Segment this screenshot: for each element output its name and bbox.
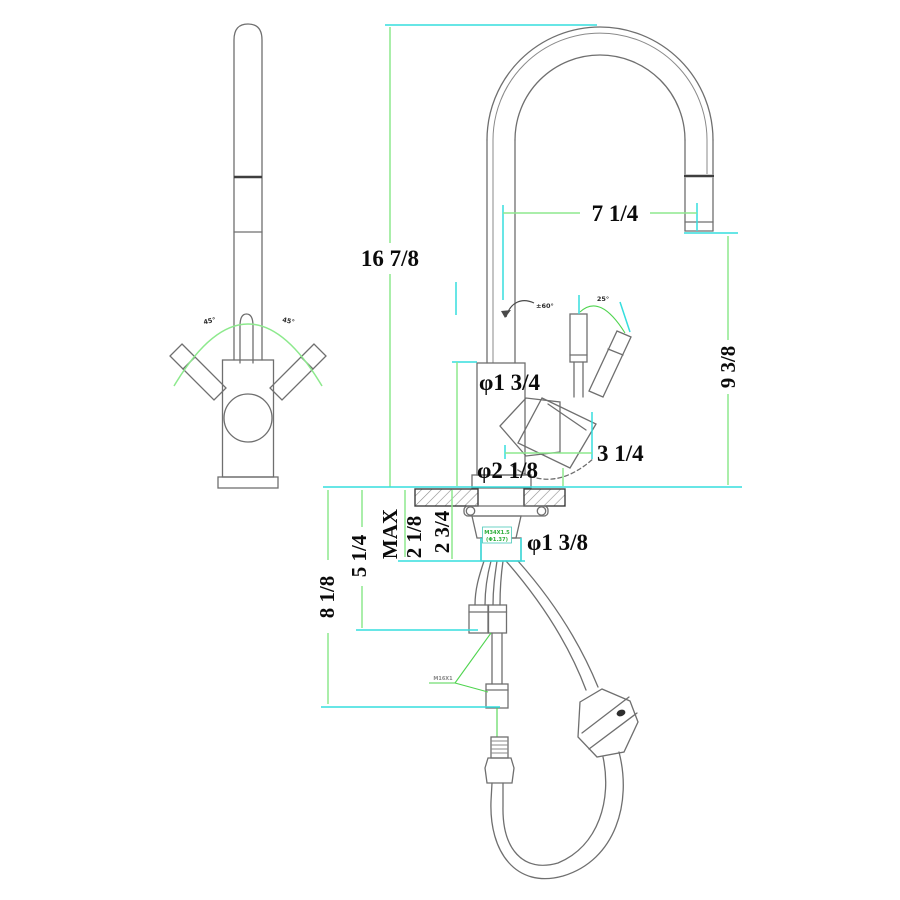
dim-spout-clearance: 9 3/8	[684, 232, 740, 485]
hose-weight-screw	[616, 709, 626, 717]
hose-thread-label: M16X1	[433, 676, 453, 682]
front-body	[221, 359, 275, 478]
dim-handle-clearance: 3 1/4	[504, 412, 644, 466]
dimensions: 16 7/8 7 1/4 9 3/8 3 1/4	[315, 24, 742, 708]
hose-end-nut	[484, 757, 515, 784]
swing-angle-left-label: 45°	[203, 316, 217, 327]
shank-thread-label-line2: (Φ1.37)	[486, 537, 508, 543]
hose-threaded-end	[490, 736, 509, 759]
handle-tilt-angle-label: 25°	[597, 295, 609, 303]
base-flange	[471, 474, 532, 489]
dim-deck-thickness: MAX 2 1/8	[378, 490, 426, 559]
front-handle-right-swing	[269, 343, 327, 401]
shank-thread-label-box	[482, 526, 512, 544]
hose-weight	[577, 688, 639, 758]
supply-hoses	[468, 560, 515, 784]
spout-rotation-angle-label: ±60°	[536, 302, 554, 310]
handle-tilt-annotation: 25°	[578, 295, 631, 334]
spout-rotation-annotation: ±60°	[501, 300, 554, 318]
sprayer-head	[684, 177, 714, 232]
handle-hub	[499, 397, 597, 480]
dim-overall-height-label: 16 7/8	[361, 246, 419, 271]
front-ball-joint	[223, 393, 273, 443]
gooseneck-spout	[486, 26, 714, 364]
mounting-hardware: M34X1.5 (Φ1.37)	[463, 505, 549, 562]
countertop-deck	[414, 488, 566, 507]
front-handle-left-swing	[169, 343, 227, 401]
dim-body-diameter-label: φ1 3/4	[479, 370, 540, 395]
dim-handle-clearance-label: 3 1/4	[597, 441, 644, 466]
hose-thread-note: M16X1	[429, 632, 492, 693]
mounting-washer	[463, 505, 549, 517]
dim-deck-max-word: MAX	[378, 509, 402, 559]
dim-hose-drop: 8 1/8	[315, 490, 500, 708]
supply-connector-right	[487, 604, 508, 634]
hose-quick-connect-fitting	[485, 683, 509, 709]
dim-spout-reach: 7 1/4	[502, 201, 698, 300]
dim-spout-clearance-label: 9 3/8	[716, 346, 740, 389]
front-view: 45° 45°	[169, 23, 327, 489]
dim-body-diameter: φ1 3/4	[452, 282, 564, 486]
dim-supply-drop: 5 1/4	[347, 490, 478, 631]
dim-overall-height: 16 7/8	[361, 24, 597, 487]
dim-shank-length-label: 2 3/4	[430, 510, 454, 553]
dim-shank-length: 2 3/4	[398, 490, 525, 562]
dim-hose-drop-label: 8 1/8	[315, 576, 339, 619]
shank-thread-label-line1: M34X1.5	[484, 530, 510, 536]
dim-supply-drop-label: 5 1/4	[347, 534, 371, 577]
pulldown-hose	[490, 560, 639, 880]
front-handle-upright	[239, 313, 254, 364]
dim-spout-reach-label: 7 1/4	[592, 201, 639, 226]
front-spout-column	[233, 23, 263, 361]
side-handle	[569, 313, 632, 398]
handle-swing-arc	[173, 323, 323, 387]
front-base-flange	[217, 476, 279, 489]
swing-angle-right-label: 45°	[282, 316, 296, 327]
dim-shank-diameter-label: φ1 3/8	[527, 530, 588, 555]
side-view: M34X1.5 (Φ1.37)	[414, 26, 714, 880]
dim-deck-max-value: 2 1/8	[402, 516, 426, 559]
dim-base-diameter-label: φ2 1/8	[477, 458, 538, 483]
supply-connector-left	[468, 604, 489, 634]
handle-tilted	[588, 330, 632, 398]
